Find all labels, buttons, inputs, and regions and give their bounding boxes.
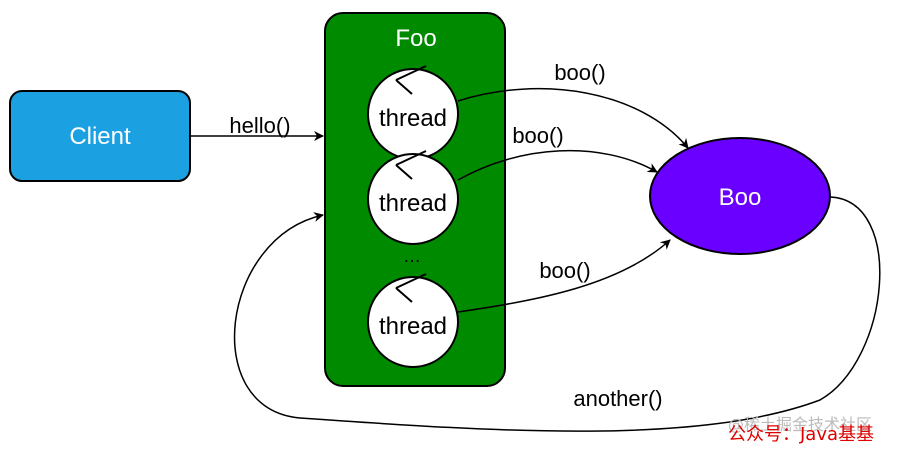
thread-ellipsis: … (403, 246, 421, 266)
boo-ellipse (649, 137, 831, 255)
client-label: Client (69, 123, 131, 150)
boo-arrow-2 (457, 149, 658, 181)
foo-label: Foo (395, 25, 436, 52)
another-arrow (233, 196, 881, 432)
hello-label: hello() (229, 113, 290, 138)
thread-label: thread (379, 105, 447, 132)
thread-label: thread (379, 313, 447, 340)
boo-label-3: boo() (539, 258, 590, 283)
another-label: another() (573, 386, 662, 411)
thread-label: thread (379, 190, 447, 217)
thread-arc-icon (395, 273, 427, 303)
thread-arc-icon (395, 150, 427, 180)
thread-node: thread (367, 65, 459, 160)
watermark-gray: @稀土掘金技术社区 (728, 415, 872, 434)
watermark-red: 公众号：Java基基 (728, 424, 874, 445)
boo-label-2: boo() (512, 123, 563, 148)
boo-label-1: boo() (554, 60, 605, 85)
thread-node: thread (367, 150, 459, 245)
thread-arc-icon (395, 65, 427, 95)
thread-node: thread (367, 273, 459, 368)
boo-arrow-1 (457, 87, 689, 149)
boo-label: Boo (719, 184, 762, 211)
boo-arrow-3 (457, 239, 671, 313)
